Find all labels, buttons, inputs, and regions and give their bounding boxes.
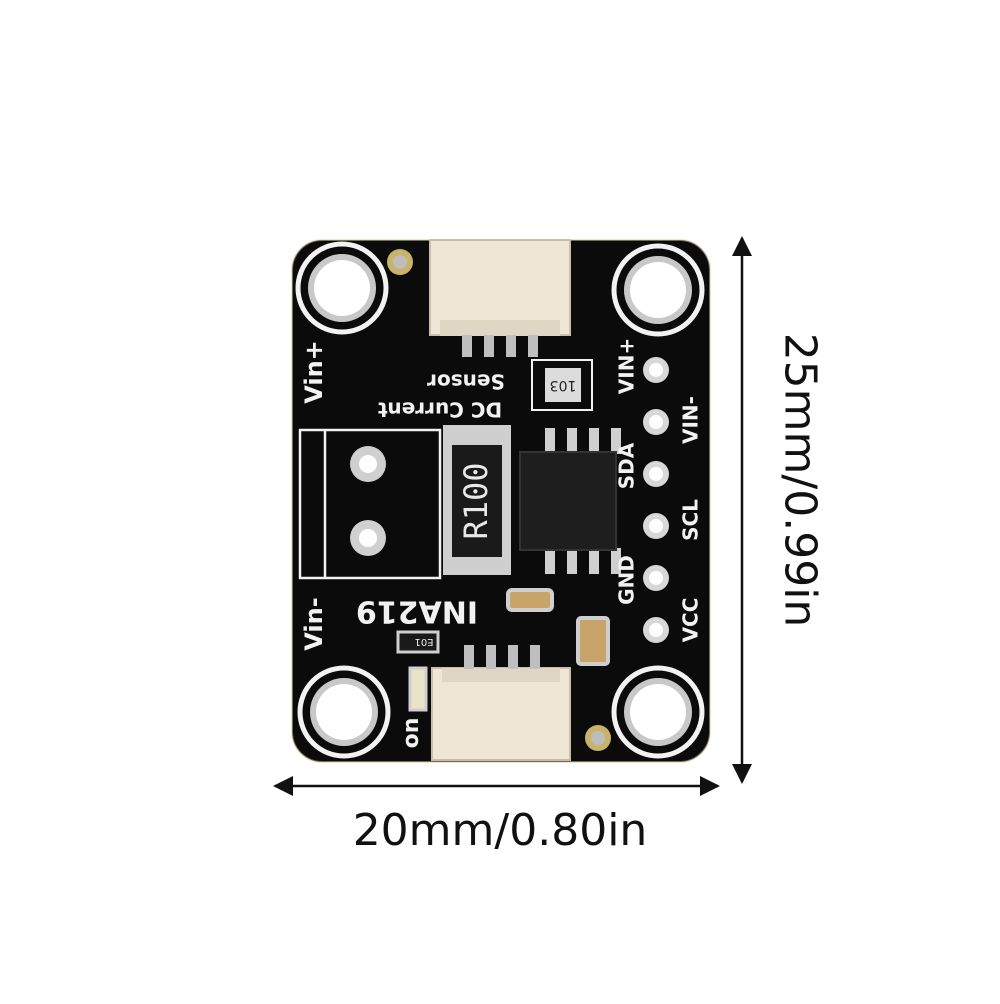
connector-top — [429, 239, 571, 357]
height-dimension-label: 25mm/0.99in — [774, 332, 826, 628]
capacitor — [506, 588, 554, 612]
smd-part: E01 — [396, 630, 440, 654]
chip-name-label: INA219 — [356, 594, 478, 629]
mounting-hole — [611, 665, 705, 759]
pin-label-right: SCL — [679, 499, 703, 541]
width-dimension-label: 20mm/0.80in — [352, 805, 648, 856]
led-on-label: on — [399, 718, 424, 749]
mounting-hole — [611, 243, 705, 337]
header-pin — [643, 617, 669, 643]
ina219-chip — [519, 428, 621, 574]
header-pin — [643, 461, 669, 487]
pin-label-left: SDA — [615, 442, 639, 489]
header-pin — [643, 409, 669, 435]
shunt-marking: R100 — [457, 462, 495, 539]
vin-minus-label: Vin- — [300, 597, 328, 650]
small-part-marking: E01 — [414, 636, 433, 647]
pin-label-left: GND — [615, 555, 639, 605]
mounting-hole — [297, 665, 391, 759]
header-pin — [643, 357, 669, 383]
vin-plus-label: Vin+ — [300, 340, 328, 404]
pin-label-left: VIN+ — [615, 338, 639, 394]
resistor-marking: 103 — [550, 377, 577, 393]
board-title-line2: Sensor — [427, 370, 505, 394]
shunt-resistor: R100 — [443, 425, 511, 575]
capacitor — [576, 616, 610, 666]
header-pin — [643, 513, 669, 539]
screw-terminal — [298, 428, 442, 580]
mounting-hole — [295, 241, 389, 335]
power-led — [408, 666, 428, 712]
connector-bottom — [431, 645, 571, 761]
resistor-103: 103 — [531, 359, 593, 411]
pin-label-right: VCC — [679, 598, 703, 643]
pin-label-right: VIN- — [679, 396, 703, 444]
board-title-line1: DC Current — [377, 398, 502, 422]
header-pin — [643, 565, 669, 591]
